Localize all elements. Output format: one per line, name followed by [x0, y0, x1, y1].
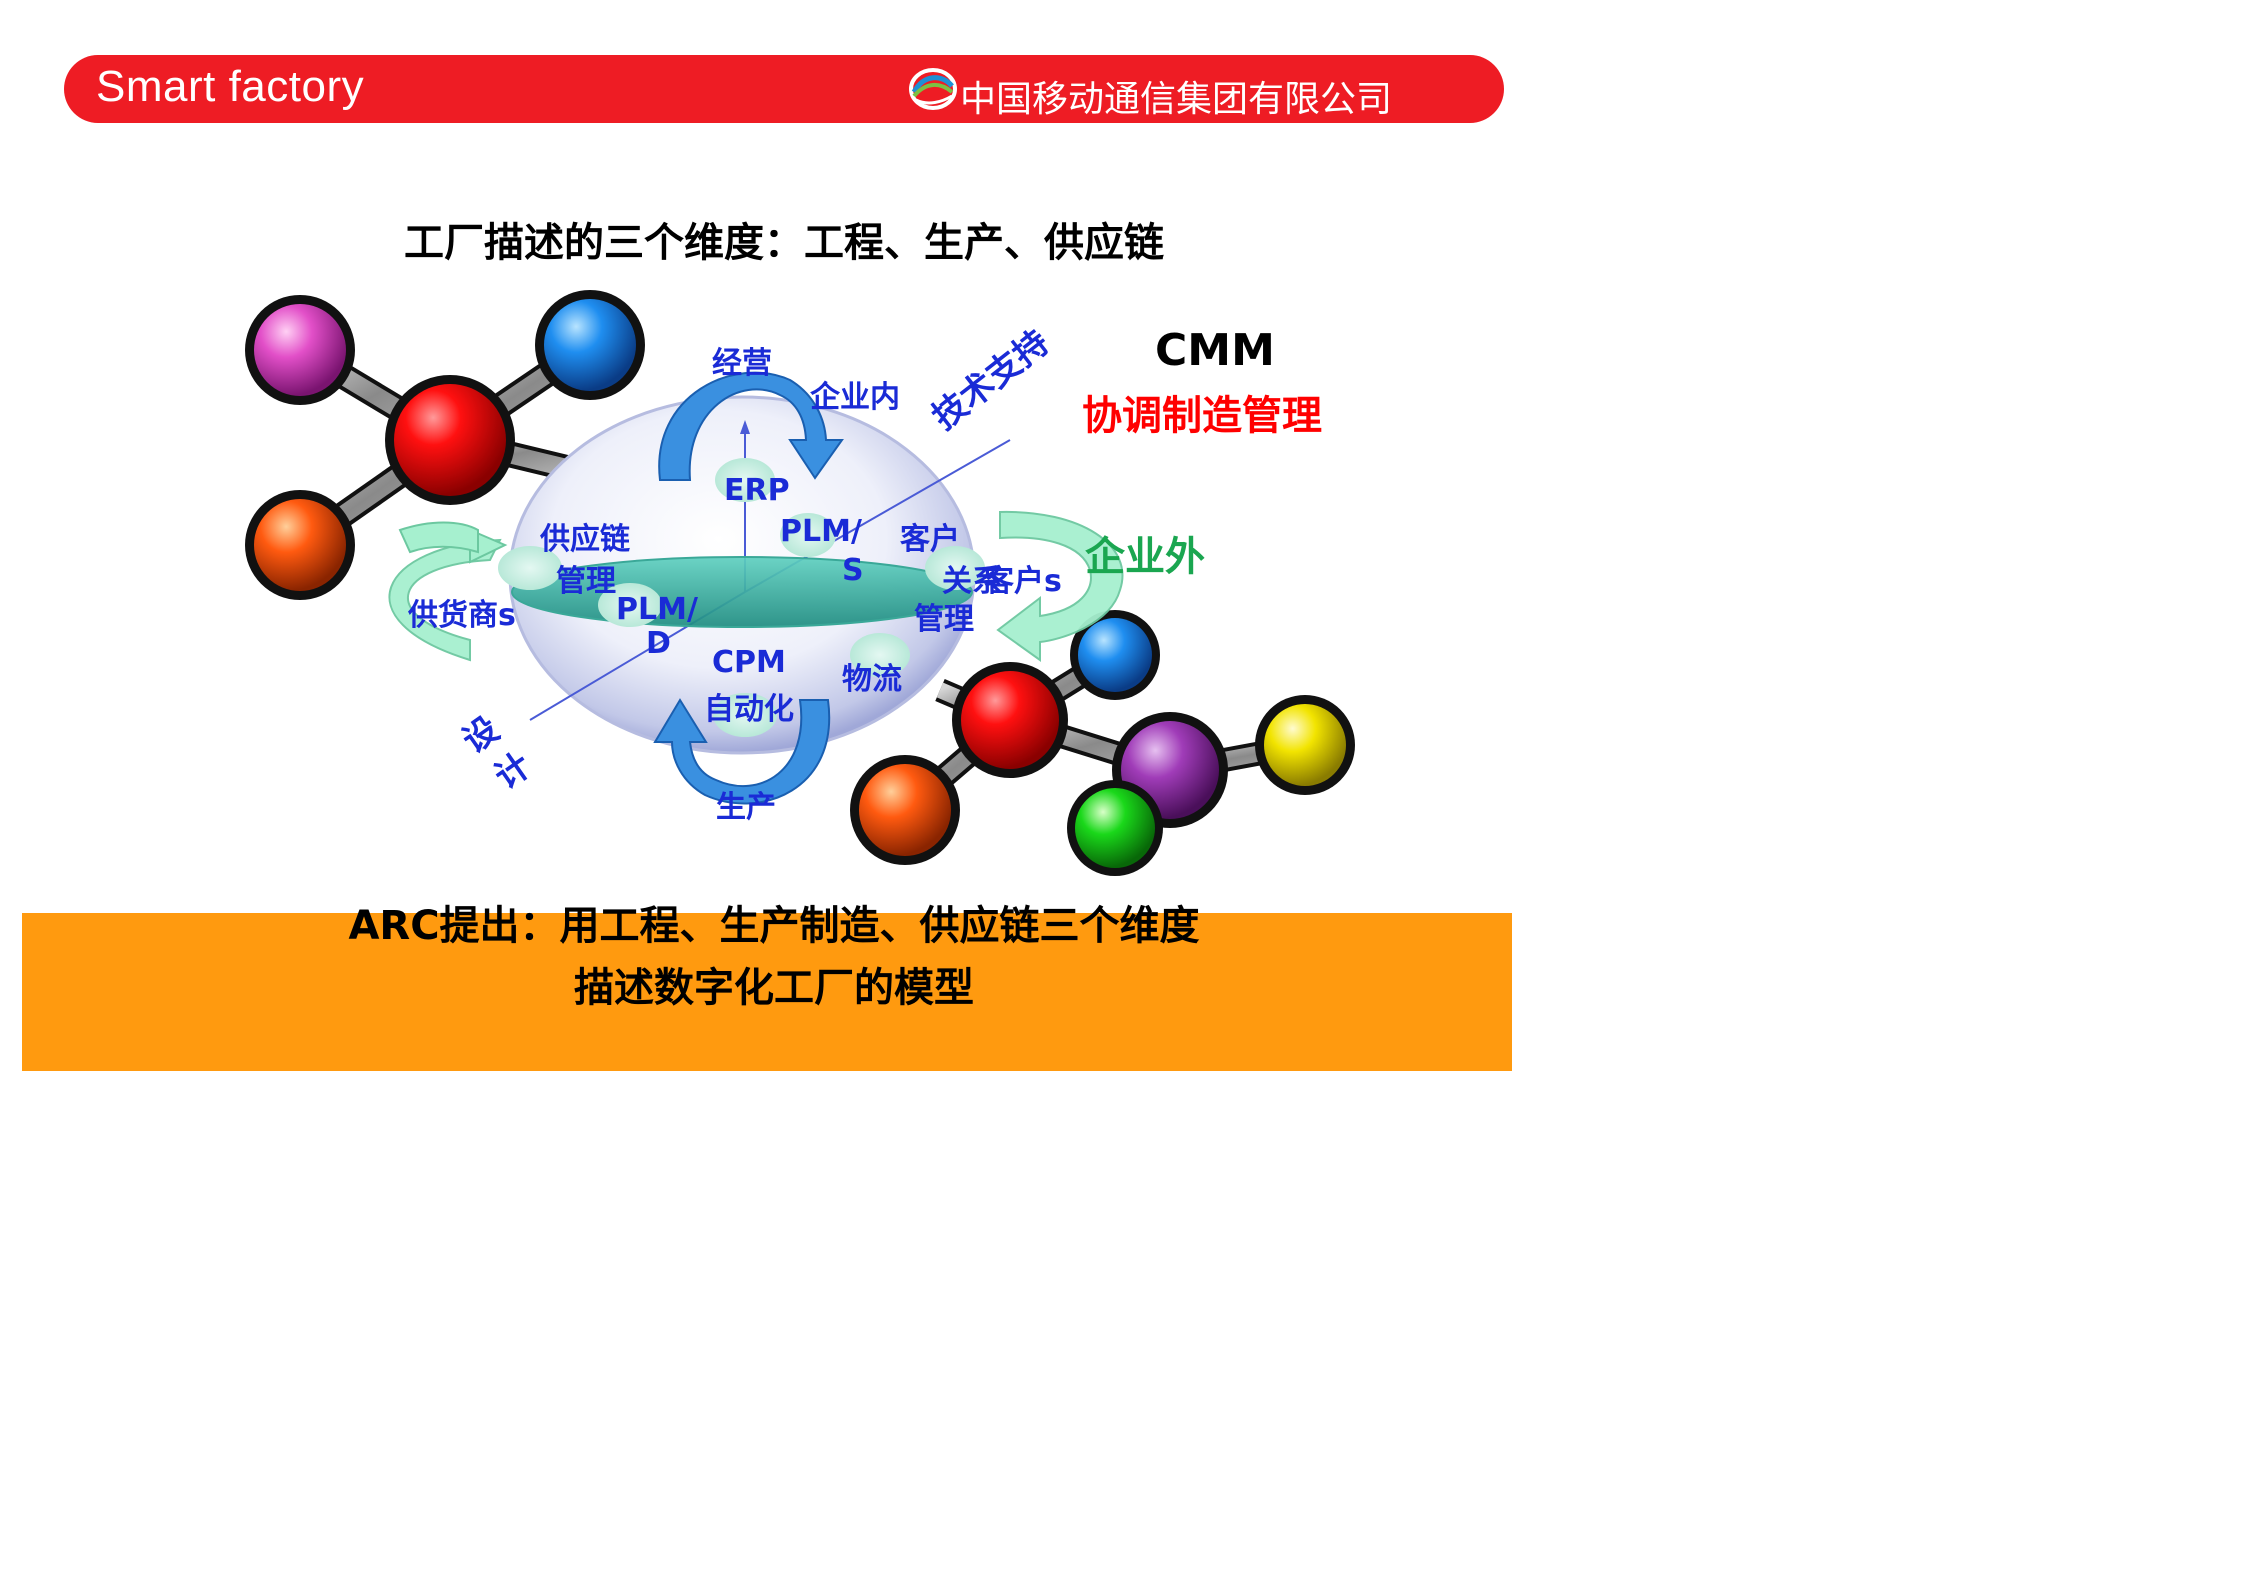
- cmm-subtitle: 协调制造管理: [1082, 393, 1322, 439]
- label-qiyewai: 企业外: [1085, 534, 1205, 580]
- label-gongyinglian-guanli: 管理: [556, 564, 616, 599]
- label-gongyinglian: 供应链: [540, 522, 630, 557]
- header-banner: [64, 55, 1504, 123]
- footer-line-2: 描述数字化工厂的模型: [574, 965, 974, 1011]
- china-mobile-logo-icon: [909, 68, 957, 110]
- label-kehu: 客户: [900, 522, 960, 557]
- label-guanxi: 关系: [942, 564, 1002, 599]
- top-cycle-arrow: [658, 371, 844, 481]
- page-title: 工厂描述的三个维度：工程、生产、供应链: [404, 220, 1164, 266]
- label-kehus: 客户s: [984, 564, 1062, 599]
- label-wuliu: 物流: [842, 662, 902, 697]
- label-plms-s: S: [842, 553, 864, 588]
- label-kehu-guanli: 管理: [914, 602, 974, 637]
- footer-line-1: ARC提出：用工程、生产制造、供应链三个维度: [348, 903, 1200, 949]
- bottom-cycle-arrow: [653, 698, 831, 805]
- molecule-bottom-right: [850, 610, 1355, 876]
- company-name: 中国移动通信集团有限公司: [960, 79, 1393, 120]
- molecule-top-left: [245, 290, 645, 600]
- banner-title: Smart factory: [96, 62, 365, 111]
- label-plmd-d: D: [646, 626, 671, 661]
- left-cycle-arrow: [388, 538, 502, 662]
- footer-box: [22, 913, 1512, 1071]
- label-plms: PLM/: [780, 514, 862, 549]
- label-cpm: CPM: [712, 645, 786, 680]
- label-plmd: PLM/: [616, 592, 698, 627]
- label-qiyenei: 企业内: [810, 380, 900, 415]
- cmm-title: CMM: [1155, 325, 1275, 376]
- factory-dimensions-diagram: [245, 290, 1355, 876]
- label-erp: ERP: [724, 473, 790, 508]
- right-cycle-arrow: [996, 510, 1124, 662]
- label-gonghuoshang: 供货商s: [408, 598, 516, 633]
- label-zidonghua: 自动化: [704, 692, 794, 727]
- label-jingying: 经营: [712, 346, 772, 381]
- label-shengchan: 生产: [716, 790, 776, 825]
